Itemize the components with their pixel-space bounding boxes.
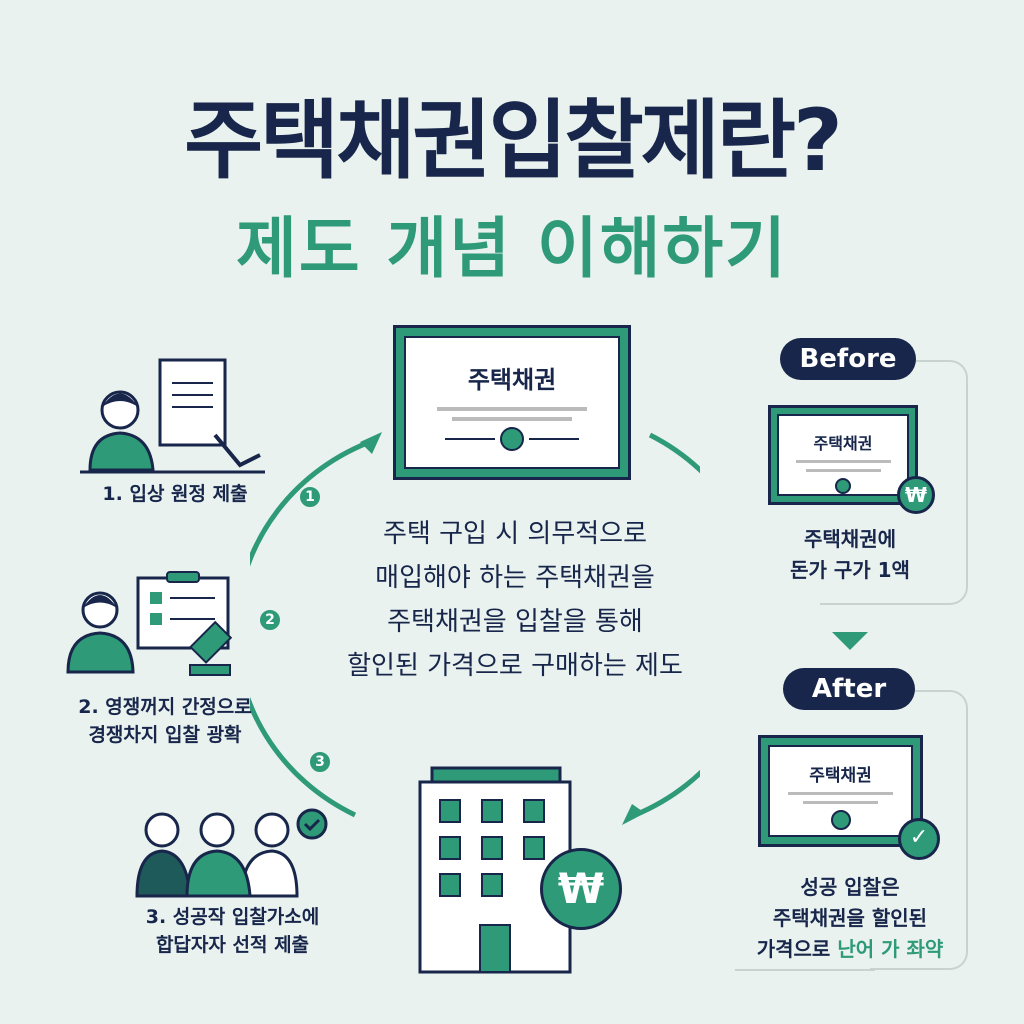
before-label: Before (780, 338, 916, 380)
before-certificate: 주택채권 (768, 405, 918, 505)
before-caption-line: 돈가 구가 1액 (790, 558, 910, 582)
before-caption: 주택채권에 돈가 구가 1액 (750, 524, 950, 586)
seal-icon (835, 478, 851, 494)
won-coin-icon: ₩ (540, 848, 622, 930)
down-arrow-icon (832, 632, 868, 650)
won-coin-icon: ₩ (897, 476, 935, 514)
after-certificate-title: 주택채권 (809, 766, 872, 786)
cycle-arrows (250, 432, 700, 825)
after-caption-line: 주택채권을 할인된 (772, 906, 928, 930)
seal-icon (830, 810, 851, 830)
certificate-title: 주택채권 (467, 366, 557, 394)
step-number-1: 1 (298, 485, 322, 509)
left-arc (250, 437, 376, 818)
definition-line: 주택채권을 입찰을 통해 (387, 607, 643, 637)
housing-bond-certificate: 주택채권 (393, 325, 631, 480)
after-panel-bottom (735, 969, 875, 971)
definition-line: 주택 구입 시 의무적으로 (383, 519, 647, 549)
definition-text: 주택 구입 시 의무적으로 매입해야 하는 주택채권을 주택채권을 입찰을 통해… (305, 512, 725, 688)
arrowhead-icon (622, 804, 645, 825)
step-2-label: 2. 영쟁꺼지 간정으로 경쟁차지 입찰 광확 (55, 693, 275, 749)
page-subtitle: 제도 개념 이해하기 (236, 210, 788, 287)
after-label: After (783, 668, 915, 710)
step-3-line: 3. 성공작 입찰가소에 (145, 906, 320, 928)
step-1-label: 1. 입상 원정 제출 (102, 483, 248, 505)
after-caption-line: 가격으로 난어 가 좌약 (740, 934, 960, 965)
definition-line: 할인된 가격으로 구매하는 제도 (347, 651, 683, 681)
step-2-line: 2. 영쟁꺼지 간정으로 (78, 696, 252, 718)
after-certificate: 주택채권 (758, 735, 923, 847)
before-certificate-title: 주택채권 (813, 434, 873, 453)
step-number-3: 3 (308, 750, 332, 774)
right-arc (634, 432, 700, 818)
after-panel-border (870, 690, 968, 970)
step-3-line: 합답자자 선적 제출 (155, 934, 310, 956)
step-3-label: 3. 성공작 입찰가소에 합답자자 선적 제출 (125, 903, 340, 959)
selected-bidders-icon (135, 808, 328, 898)
person-document-icon (80, 358, 265, 474)
definition-line: 매입해야 하는 주택채권을 (375, 563, 655, 593)
after-caption-highlight: 난어 가 좌약 (837, 937, 944, 961)
after-caption: 성공 입찰은 주택채권을 할인된 가격으로 난어 가 좌약 (740, 872, 960, 965)
check-badge-icon: ✓ (898, 818, 940, 860)
step-number-2: 2 (258, 608, 282, 632)
after-caption-line: 성공 입찰은 (800, 875, 900, 899)
seal-icon (500, 427, 524, 451)
page-title: 주택채권입찰제란? (184, 91, 843, 191)
arrowhead-icon (360, 432, 382, 454)
step-2-line: 경쟁차지 입찰 광확 (88, 724, 242, 746)
person-checklist-gavel-icon (66, 571, 233, 676)
after-caption-plain: 가격으로 (756, 937, 838, 961)
before-caption-line: 주택채권에 (804, 527, 896, 551)
